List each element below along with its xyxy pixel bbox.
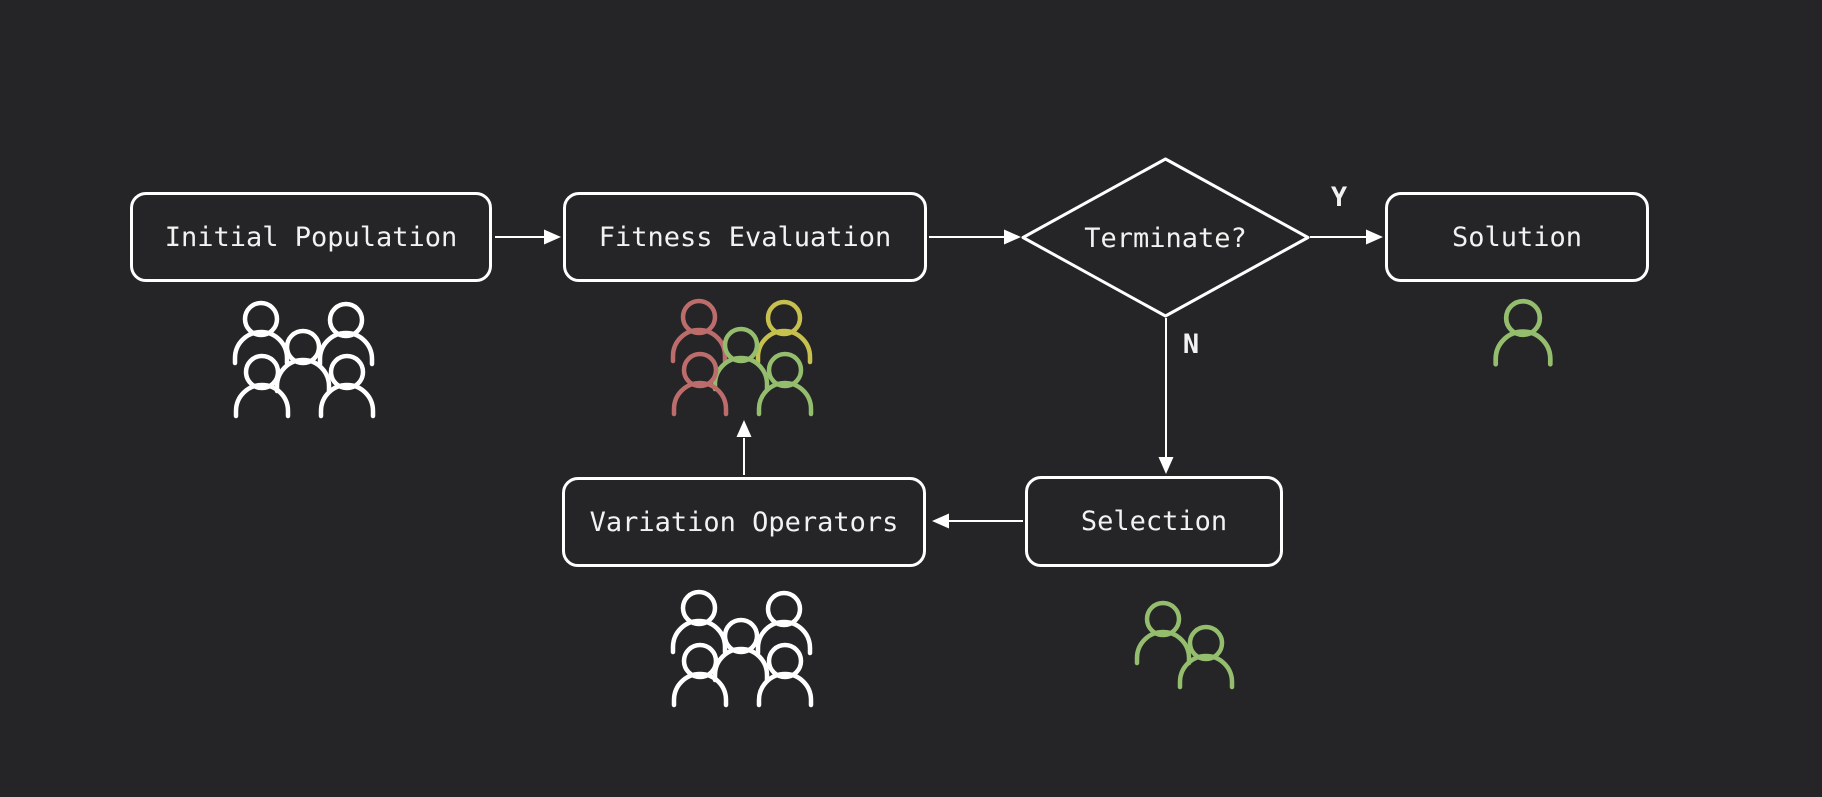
node-solution: Solution — [1385, 192, 1649, 282]
node-variation-operators: Variation Operators — [562, 477, 926, 567]
node-selection-label: Selection — [1080, 506, 1228, 537]
arrowhead-icon — [1158, 457, 1174, 474]
arrowhead-icon — [1366, 229, 1383, 245]
arrowhead-icon — [1004, 229, 1021, 245]
arrow-terminate-to-selection — [1158, 318, 1174, 474]
offspring-population-group-icon — [673, 592, 811, 705]
evaluated-population-group-icon — [673, 301, 811, 414]
edge-label-no: N — [1174, 327, 1208, 361]
person-icon — [236, 356, 288, 416]
node-initial-population: Initial Population — [130, 192, 492, 282]
person-icon — [1496, 301, 1551, 364]
edge-label-yes: Y — [1322, 180, 1356, 214]
arrow-fitness-to-terminate — [929, 229, 1021, 245]
node-terminate-label: Terminate? — [1084, 222, 1247, 254]
arrow-initial-to-fitness — [495, 229, 561, 245]
arrowhead-icon — [932, 513, 949, 529]
arrowhead-icon — [544, 229, 561, 245]
arrow-selection-to-variation — [932, 513, 1023, 529]
node-fitness-evaluation-label: Fitness Evaluation — [598, 221, 892, 253]
node-fitness-evaluation: Fitness Evaluation — [563, 192, 927, 282]
terminate-diamond-shape — [1021, 157, 1310, 318]
edge-label-yes-text: Y — [1330, 181, 1348, 213]
person-icon — [1137, 603, 1189, 663]
node-initial-population-label: Initial Population — [164, 221, 458, 253]
node-variation-operators-label: Variation Operators — [589, 506, 899, 538]
edge-label-no-text: N — [1182, 328, 1200, 360]
node-solution-label: Solution — [1451, 221, 1583, 253]
person-icon — [674, 354, 726, 414]
arrow-terminate-to-solution — [1310, 229, 1383, 245]
arrow-variation-to-population — [736, 420, 752, 475]
node-terminate: Terminate? — [1023, 220, 1308, 256]
node-selection: Selection — [1025, 476, 1283, 567]
solution-person-icon — [1496, 301, 1551, 364]
selected-parents-pair-icon — [1137, 603, 1232, 687]
arrowhead-icon — [736, 420, 752, 437]
initial-population-group-icon — [235, 303, 373, 416]
person-icon — [674, 645, 726, 705]
